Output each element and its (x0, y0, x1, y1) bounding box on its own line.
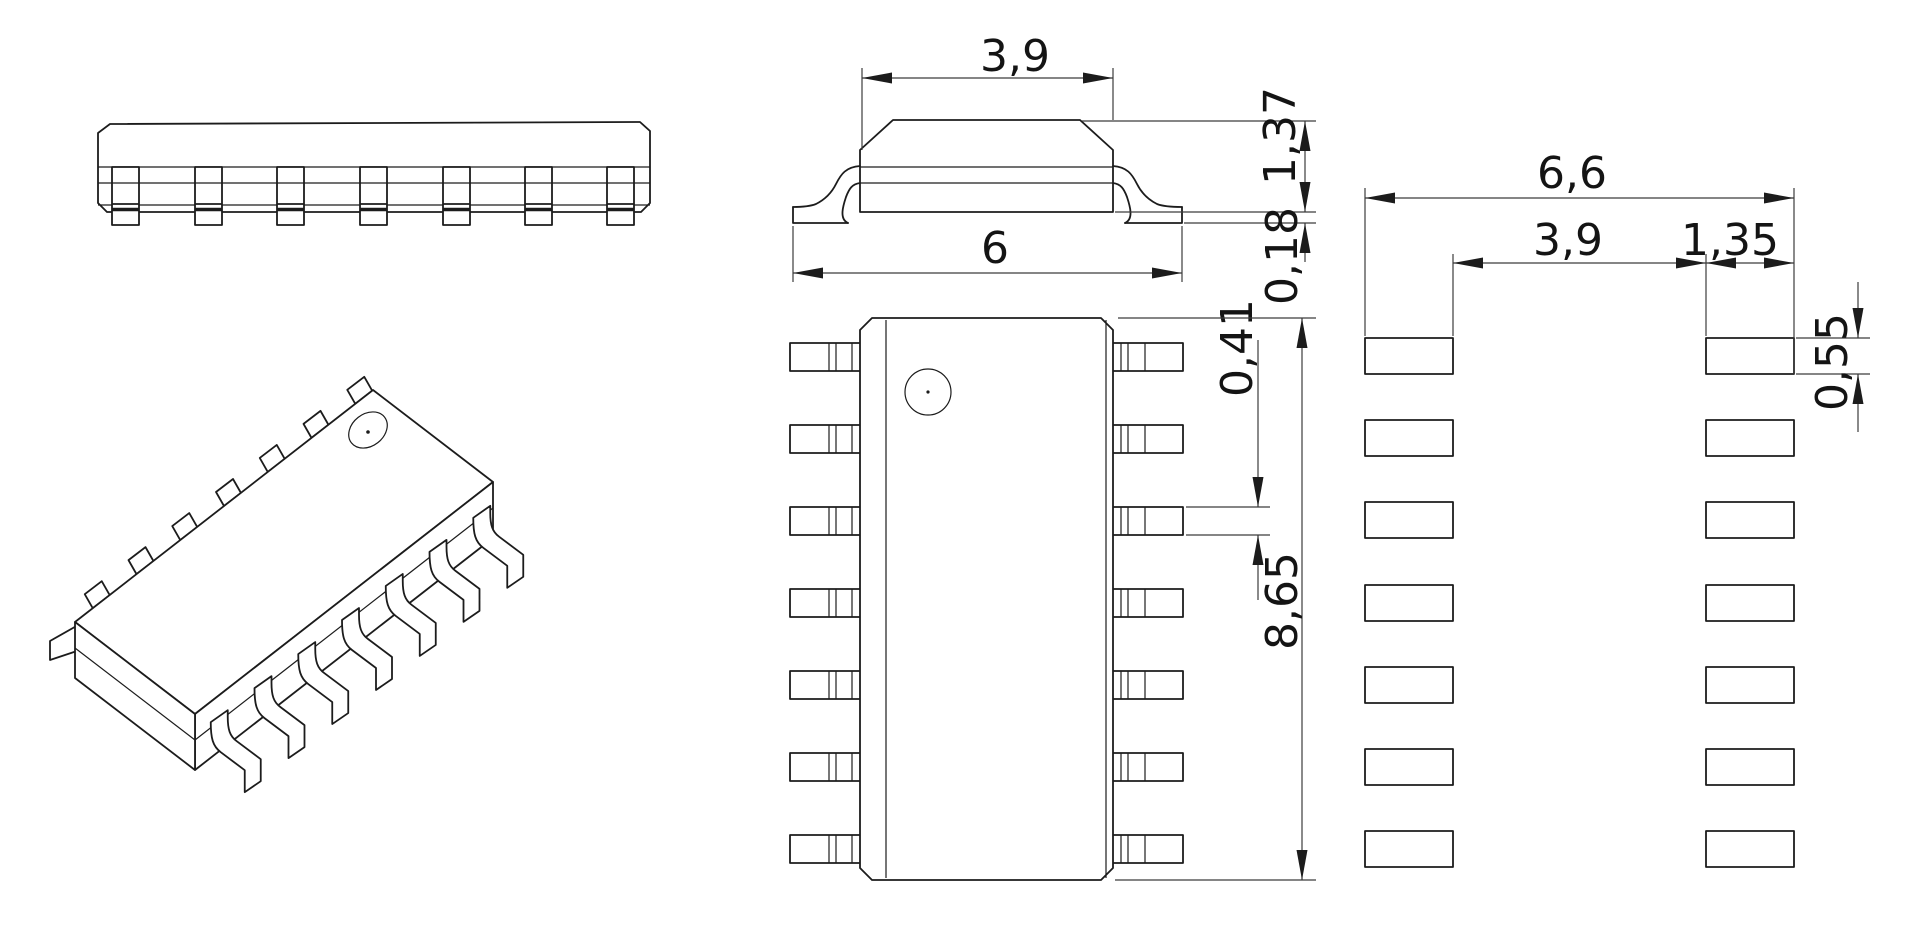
dim-footprint-overall-width: 6,6 (1364, 148, 1795, 374)
plan-pin-left (789, 834, 863, 864)
dim-arrow (1152, 267, 1182, 279)
plan-pin-right (1110, 834, 1184, 864)
isometric-near-lead (341, 607, 393, 691)
front-view-right-lead-upper (1112, 165, 1183, 208)
footprint-pad (1364, 501, 1454, 539)
dim-arrow (1083, 72, 1113, 84)
dim-label: 0,55 (1807, 313, 1858, 411)
plan-pin-right (1110, 506, 1184, 536)
dim-plan-body-length: 8,65 (1115, 317, 1316, 881)
side-lead (442, 166, 471, 226)
plan-view-body-outline (859, 317, 1114, 881)
footprint-pad (1364, 830, 1454, 868)
dim-arrow (793, 267, 823, 279)
dim-label: 6,6 (1537, 148, 1607, 199)
footprint-pads (1364, 337, 1795, 868)
footprint-pad (1705, 501, 1795, 539)
dim-footprint-column-gap: 3,9 (1452, 215, 1707, 336)
dim-label: 0,41 (1212, 299, 1263, 397)
plan-pin-left (789, 342, 863, 372)
dim-front-body-height: 1,37 0,18 (1082, 87, 1316, 305)
footprint-pad (1705, 419, 1795, 457)
footprint-pad (1364, 584, 1454, 622)
dim-label: 0,18 (1257, 207, 1308, 305)
isometric-near-lead (297, 641, 350, 725)
dim-arrow (1764, 192, 1794, 204)
dim-footprint-pad-height: 0,55 (1796, 282, 1870, 432)
plan-pin-left (789, 506, 863, 536)
dim-label: 8,65 (1257, 552, 1308, 650)
front-view-left-lead-upper (792, 165, 861, 208)
plan-view (789, 317, 1184, 881)
footprint-pad (1705, 830, 1795, 868)
dim-label: 1,35 (1681, 215, 1779, 266)
isometric-near-lead (428, 538, 481, 623)
side-lead (111, 166, 140, 226)
plan-pin-right (1110, 670, 1184, 700)
front-view-right-lead-inner (1112, 182, 1132, 224)
plan-pin-left (789, 424, 863, 454)
side-lead (524, 166, 553, 226)
front-view-left-foot (792, 206, 849, 224)
dim-arrow (1296, 850, 1308, 880)
front-view-body-outline (859, 119, 1114, 213)
dim-front-lead-span: 6 (792, 223, 1183, 282)
side-lead (606, 166, 635, 226)
isometric-left-face (74, 621, 196, 771)
front-view (792, 119, 1183, 224)
dim-front-body-top-width: 3,9 (861, 31, 1114, 150)
isometric-near-lead (472, 504, 525, 589)
pin1-index-dot (926, 390, 930, 394)
footprint-pad (1364, 748, 1454, 786)
dim-arrow (1365, 192, 1395, 204)
footprint-pad (1364, 666, 1454, 704)
pin1-marker-circle (348, 411, 388, 449)
dim-label: 3,9 (980, 31, 1050, 82)
pin1-index-circle (904, 368, 952, 416)
dimensions: 3,9 6 1,37 0,18 (792, 31, 1870, 881)
front-view-left-lead-inner (841, 182, 861, 224)
plan-pin-right (1110, 752, 1184, 782)
isometric-near-leads (209, 504, 525, 794)
side-lead (194, 166, 223, 226)
plan-pin-left (789, 588, 863, 618)
footprint-pad (1364, 419, 1454, 457)
dim-arrow (1453, 257, 1483, 269)
plan-pin-left (789, 752, 863, 782)
dim-footprint-pad-width: 1,35 (1681, 215, 1794, 269)
footprint-pad (1705, 748, 1795, 786)
plan-pin-right (1110, 588, 1184, 618)
dim-label: 3,9 (1533, 215, 1603, 266)
footprint-pad (1705, 337, 1795, 375)
footprint-pad (1364, 337, 1454, 375)
dim-label: 1,37 (1255, 87, 1306, 185)
isometric-near-lead (209, 709, 262, 794)
dim-plan-lead-width: 0,41 (1186, 299, 1270, 600)
side-lead (276, 166, 305, 226)
front-view-right-foot (1124, 206, 1183, 224)
side-view-body-outline (97, 121, 651, 213)
plan-pin-right (1110, 342, 1184, 372)
plan-pin-left (789, 670, 863, 700)
isometric-near-lead (384, 573, 437, 657)
plan-view-pins (789, 342, 1184, 864)
dim-arrow (862, 72, 892, 84)
pin1-marker-dot (366, 430, 370, 434)
dim-arrow (1252, 477, 1264, 507)
footprint-pad (1705, 666, 1795, 704)
side-view (97, 121, 651, 226)
footprint-view (1364, 337, 1795, 868)
isometric-mold-line-left (74, 647, 196, 741)
dim-label: 6 (981, 223, 1009, 274)
plan-pin-right (1110, 424, 1184, 454)
isometric-near-lead (253, 675, 306, 760)
side-view-leads (111, 166, 635, 226)
isometric-view (49, 375, 525, 794)
footprint-pad (1705, 584, 1795, 622)
side-lead (359, 166, 388, 226)
dim-arrow (1296, 318, 1308, 348)
